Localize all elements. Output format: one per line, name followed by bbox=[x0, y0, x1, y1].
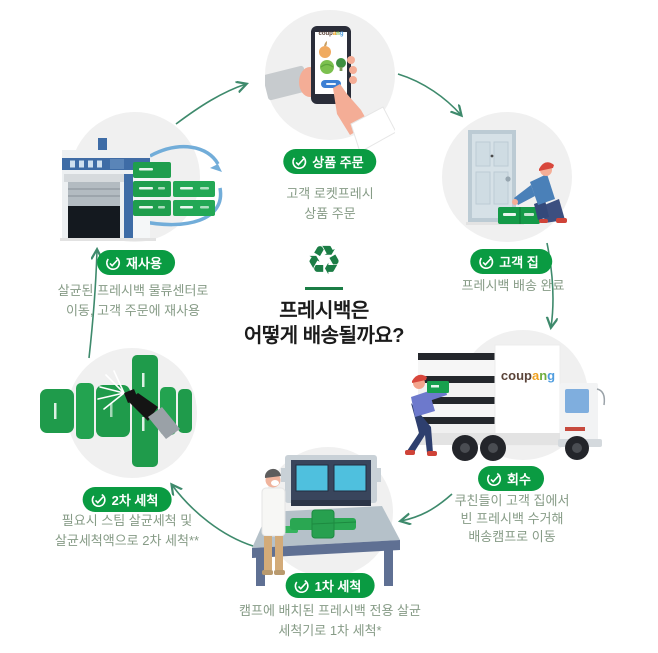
badge-wash1: 1차 세척 bbox=[285, 573, 375, 598]
desc-order: 고객 로켓프레시 상품 주문 bbox=[200, 184, 460, 224]
badge-wash2: 2차 세척 bbox=[82, 487, 172, 512]
badge-order: 상품 주문 bbox=[283, 149, 377, 174]
door-delivery-illustration bbox=[466, 130, 567, 225]
title-divider bbox=[304, 287, 343, 290]
check-circle-icon bbox=[479, 254, 494, 269]
desc-home: 프레시백 배송 완료 bbox=[383, 276, 643, 296]
badge-reuse-label: 재사용 bbox=[126, 256, 162, 271]
desc-line: 고객 로켓프레시 bbox=[286, 186, 374, 201]
badge-collect: 회수 bbox=[478, 466, 544, 491]
desc-line: 살균세척액으로 2차 세척** bbox=[54, 533, 200, 548]
check-circle-icon bbox=[294, 578, 309, 593]
arrow-reuse-to-order bbox=[175, 84, 246, 125]
page-title-line2: 어떻게 배송될까요? bbox=[244, 325, 404, 347]
desc-line: 세척기로 1차 세척* bbox=[278, 623, 382, 638]
stage-circle-home bbox=[442, 112, 572, 242]
arrow-order-to-home bbox=[397, 73, 461, 115]
desc-line: 쿠친들이 고객 집에서 bbox=[454, 493, 570, 508]
desc-line: 프레시백 배송 완료 bbox=[461, 278, 565, 293]
check-circle-icon bbox=[91, 492, 106, 507]
badge-home-label: 고객 집 bbox=[499, 255, 539, 270]
check-circle-icon bbox=[292, 154, 307, 169]
desc-wash2: 필요시 스팀 살균세척 및 살균세척액으로 2차 세척** bbox=[0, 511, 257, 551]
stage-circle-order bbox=[265, 10, 395, 153]
badge-wash2-label: 2차 세척 bbox=[111, 493, 159, 508]
coupang-truck-illustration bbox=[405, 344, 606, 461]
desc-line: 살균된 프레시백 물류센터로 bbox=[57, 283, 209, 298]
center-title-block: ♻ 프레시백은 어떻게 배송될까요? bbox=[244, 240, 404, 349]
recycle-icon: ♻ bbox=[306, 239, 342, 283]
desc-line: 이동, 고객 주문에 재사용 bbox=[65, 303, 201, 318]
badge-wash1-label: 1차 세척 bbox=[314, 579, 362, 594]
badge-reuse: 재사용 bbox=[97, 250, 175, 275]
page-title-line1: 프레시백은 bbox=[279, 300, 369, 322]
check-circle-icon bbox=[106, 255, 121, 270]
desc-line: 빈 프레시백 수거해 bbox=[460, 511, 564, 526]
desc-reuse: 살균된 프레시백 물류센터로 이동, 고객 주문에 재사용 bbox=[3, 281, 263, 321]
desc-line: 캠프에 배치된 프레시백 전용 살균 bbox=[239, 603, 421, 618]
badge-home: 고객 집 bbox=[470, 249, 552, 274]
badge-collect-label: 회수 bbox=[507, 472, 531, 487]
coupang-logo-truck: coupang bbox=[500, 368, 556, 383]
desc-line: 필요시 스팀 살균세척 및 bbox=[61, 513, 193, 528]
coupang-logo-phone: coupang bbox=[318, 31, 344, 37]
phone-order-illustration bbox=[265, 26, 395, 153]
check-circle-icon bbox=[487, 471, 502, 486]
spray-bag-illustration bbox=[40, 355, 192, 467]
page-title: 프레시백은 어떻게 배송될까요? bbox=[244, 299, 404, 349]
washing-machine-illustration bbox=[252, 455, 400, 586]
desc-collect: 쿠친들이 고객 집에서 빈 프레시백 수거해 배송캠프로 이동 bbox=[382, 492, 642, 546]
desc-line: 배송캠프로 이동 bbox=[468, 529, 556, 544]
desc-line: 상품 주문 bbox=[304, 206, 356, 221]
desc-wash1: 캠프에 배치된 프레시백 전용 살균 세척기로 1차 세척* bbox=[200, 601, 460, 641]
badge-order-label: 상품 주문 bbox=[312, 155, 364, 170]
warehouse-reuse-illustration bbox=[60, 138, 223, 241]
